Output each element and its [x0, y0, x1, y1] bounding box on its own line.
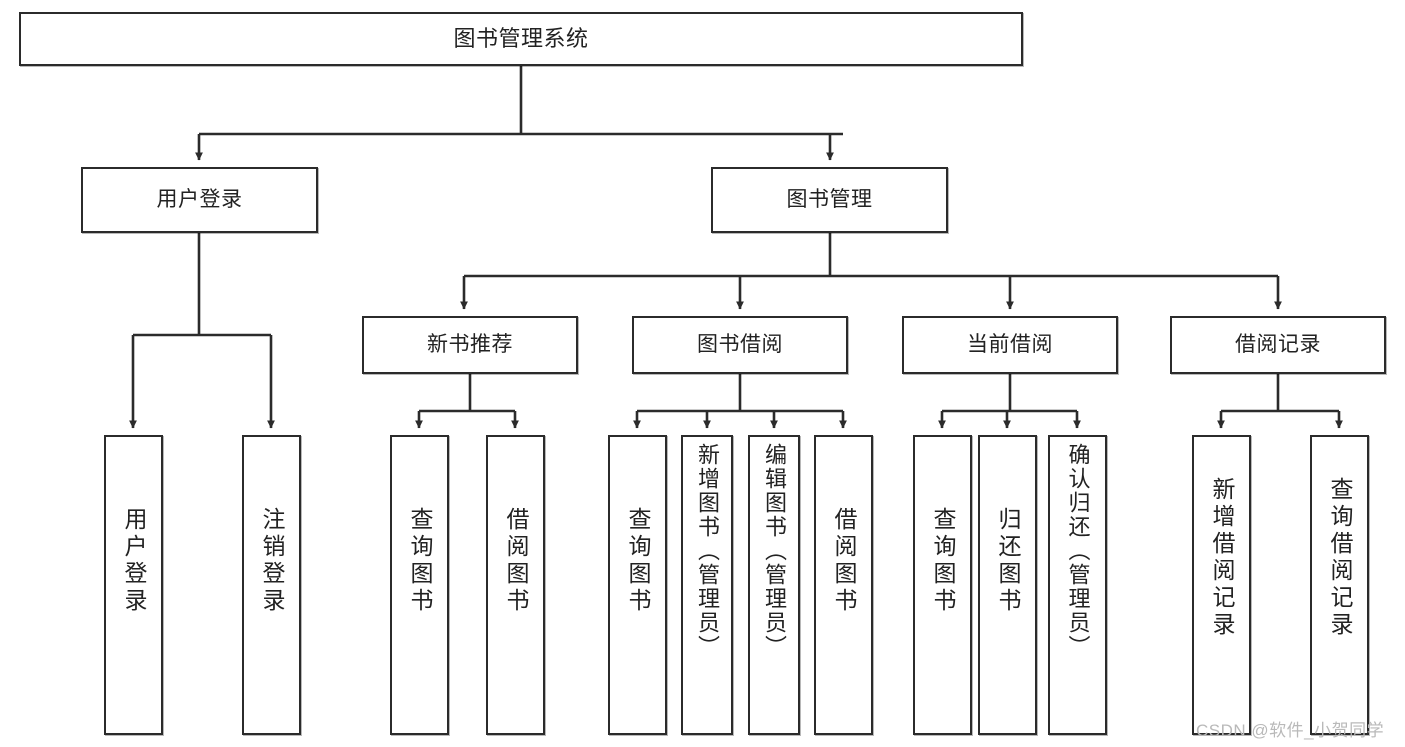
node-leaf-query-book-2[interactable]: 查询图书: [608, 435, 667, 735]
node-user-login-label: 用户登录: [156, 187, 243, 211]
node-root[interactable]: 图书管理系统: [19, 12, 1023, 66]
node-leaf-edit-book[interactable]: 编辑图书（管理员）: [748, 435, 800, 735]
node-new-book-rec-label: 新书推荐: [427, 332, 513, 356]
node-book-manage-label: 图书管理: [786, 187, 873, 211]
node-leaf-borrow-book-2-label: 借阅图书: [831, 507, 857, 615]
node-leaf-query-book-3[interactable]: 查询图书: [913, 435, 972, 735]
node-current-borrow-label: 当前借阅: [967, 332, 1053, 356]
node-leaf-user-login-label: 用户登录: [121, 507, 147, 615]
node-leaf-query-book-1-label: 查询图书: [407, 507, 433, 615]
node-leaf-user-logout[interactable]: 注销登录: [242, 435, 301, 735]
node-leaf-add-book[interactable]: 新增图书（管理员）: [681, 435, 733, 735]
node-leaf-edit-book-label: 编辑图书（管理员）: [762, 443, 787, 659]
node-leaf-query-book-2-label: 查询图书: [625, 507, 651, 615]
node-leaf-user-logout-label: 注销登录: [259, 507, 285, 615]
node-leaf-query-record[interactable]: 查询借阅记录: [1310, 435, 1369, 735]
node-root-label: 图书管理系统: [453, 26, 589, 52]
node-current-borrow[interactable]: 当前借阅: [902, 316, 1118, 374]
node-leaf-borrow-book-2[interactable]: 借阅图书: [814, 435, 873, 735]
node-book-borrow-label: 图书借阅: [697, 332, 783, 356]
node-book-manage[interactable]: 图书管理: [711, 167, 948, 233]
node-leaf-user-login[interactable]: 用户登录: [104, 435, 163, 735]
node-leaf-add-book-label: 新增图书（管理员）: [695, 443, 720, 659]
node-leaf-confirm-return-label: 确认归还（管理员）: [1065, 443, 1091, 659]
node-leaf-return-book-label: 归还图书: [995, 507, 1021, 615]
node-leaf-query-book-1[interactable]: 查询图书: [390, 435, 449, 735]
node-borrow-record-label: 借阅记录: [1235, 332, 1321, 356]
node-user-login[interactable]: 用户登录: [81, 167, 318, 233]
node-leaf-add-record-label: 新增借阅记录: [1209, 477, 1235, 639]
node-new-book-rec[interactable]: 新书推荐: [362, 316, 578, 374]
node-leaf-borrow-book-1-label: 借阅图书: [503, 507, 529, 615]
node-leaf-confirm-return[interactable]: 确认归还（管理员）: [1048, 435, 1107, 735]
csdn-watermark: CSDN @软件_小贺同学: [1196, 721, 1385, 740]
node-leaf-add-record[interactable]: 新增借阅记录: [1192, 435, 1251, 735]
node-borrow-record[interactable]: 借阅记录: [1170, 316, 1386, 374]
node-leaf-query-record-label: 查询借阅记录: [1327, 477, 1353, 639]
node-leaf-query-book-3-label: 查询图书: [930, 507, 956, 615]
node-leaf-return-book[interactable]: 归还图书: [978, 435, 1037, 735]
node-leaf-borrow-book-1[interactable]: 借阅图书: [486, 435, 545, 735]
node-book-borrow[interactable]: 图书借阅: [632, 316, 848, 374]
